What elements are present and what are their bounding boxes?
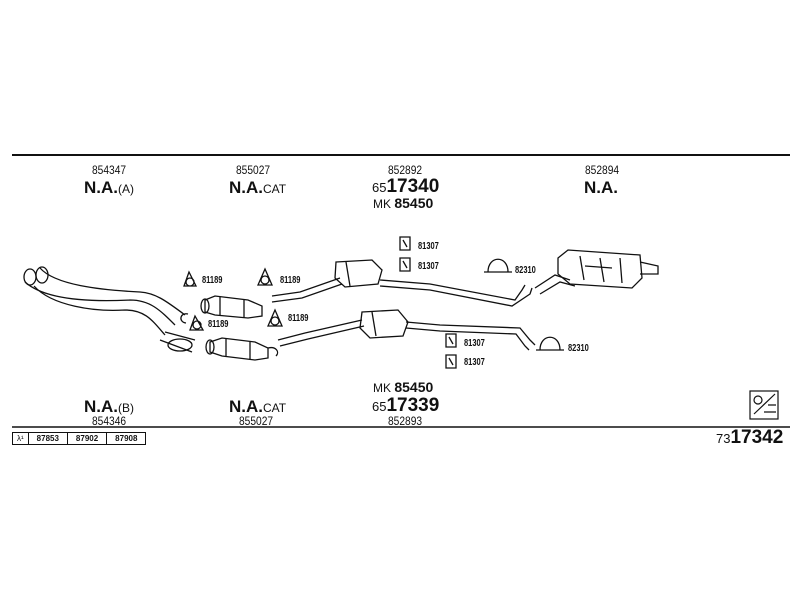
callout-mount-c: 81307 — [464, 338, 485, 349]
na-suffix: (B) — [118, 401, 134, 415]
gasket-top-left — [183, 270, 198, 287]
na-suffix: CAT — [263, 182, 287, 196]
ref-cell: 87853 — [27, 432, 68, 445]
mk-label-bottom-3: MK 85450 — [373, 380, 433, 394]
part-number-bottom-3: 852893 — [388, 414, 423, 428]
callout-clamp-b: 82310 — [568, 343, 589, 354]
part-number-top-4: 852894 — [585, 163, 620, 177]
ref-cell: 87902 — [66, 432, 108, 445]
ref-cell: 87908 — [106, 432, 147, 445]
mk-code: 85450 — [394, 195, 434, 211]
diagram-id: 7317342 — [716, 428, 783, 447]
callout-gasket-d: 81189 — [288, 313, 309, 324]
clamp-upper — [484, 258, 512, 273]
part-number-top-2: 855027 — [236, 163, 271, 177]
callout-mount-d: 81307 — [464, 357, 485, 368]
callout-gasket-b: 81189 — [208, 319, 229, 330]
part-number-bottom-1: 854346 — [92, 414, 127, 428]
part-number-bottom-2: 855027 — [239, 414, 274, 428]
na-suffix: CAT — [263, 401, 287, 415]
na-label-top-1: N.A.(A) — [84, 179, 134, 196]
callout-gasket-a: 81189 — [202, 275, 223, 286]
front-downpipe — [23, 266, 196, 353]
mount-top-b — [399, 257, 411, 272]
flange-left-upper — [180, 313, 189, 324]
callout-mount-a: 81307 — [418, 241, 439, 252]
na-text: N.A. — [84, 397, 118, 416]
na-text: N.A. — [84, 178, 118, 197]
diagram-stamp-icon — [749, 390, 779, 420]
gasket-mid-center — [267, 308, 283, 327]
part-number-top-1: 854347 — [92, 163, 127, 177]
mk-text: MK — [373, 197, 391, 211]
code-bottom-3: 6517339 — [372, 396, 439, 415]
rear-silencer — [534, 249, 659, 295]
diagram-id-code: 17342 — [730, 427, 784, 448]
code-prefix: 65 — [372, 180, 387, 195]
code-main: 17339 — [386, 395, 440, 416]
catalytic-converter-upper — [200, 295, 263, 319]
intermediate-pipe-upper — [271, 259, 533, 307]
ref-cell-lambda: λ¹ — [12, 432, 29, 445]
na-label-bottom-2: N.A.CAT — [229, 398, 286, 415]
part-number-top-3: 852892 — [388, 163, 423, 177]
na-label-top-2: N.A.CAT — [229, 179, 286, 196]
intermediate-pipe-lower — [277, 309, 536, 351]
mount-bottom-a — [445, 333, 457, 348]
lambda-reference-table: λ¹ 87853 87902 87908 — [12, 432, 147, 445]
mount-top-a — [399, 236, 411, 251]
catalytic-converter-lower — [205, 337, 269, 361]
mk-code: 85450 — [394, 379, 434, 395]
gasket-mid-left — [189, 314, 205, 331]
clamp-lower — [536, 336, 564, 351]
mk-text: MK — [373, 381, 391, 395]
diagram-id-prefix: 73 — [716, 431, 731, 446]
callout-clamp-a: 82310 — [515, 265, 536, 276]
code-prefix: 65 — [372, 399, 387, 414]
na-suffix: (A) — [118, 182, 134, 196]
callout-mount-b: 81307 — [418, 261, 439, 272]
code-main: 17340 — [386, 176, 440, 197]
na-text: N.A. — [229, 178, 263, 197]
mk-label-top-3: MK 85450 — [373, 196, 433, 210]
mount-bottom-b — [445, 354, 457, 369]
callout-gasket-c: 81189 — [280, 275, 301, 286]
code-top-3: 6517340 — [372, 177, 439, 196]
na-label-top-4: N.A. — [584, 178, 618, 197]
gasket-top-center — [257, 267, 273, 286]
na-label-bottom-1: N.A.(B) — [84, 398, 134, 415]
na-text: N.A. — [229, 397, 263, 416]
flange-right-lower — [267, 346, 279, 357]
